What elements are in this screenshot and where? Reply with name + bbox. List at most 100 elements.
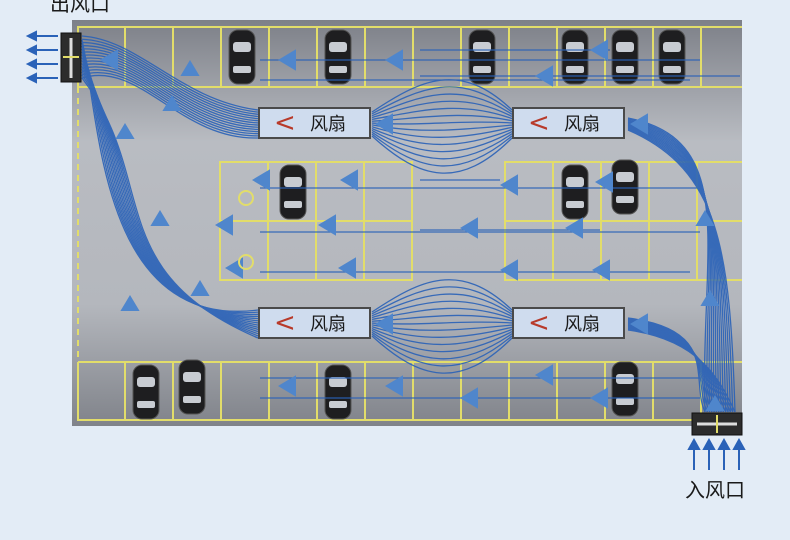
car-body [611, 361, 639, 417]
car-icon [324, 364, 352, 420]
fan-unit: < 风扇 [512, 107, 625, 139]
flow-arrow-icon [115, 123, 135, 139]
flow-line [371, 279, 513, 313]
car-body [324, 29, 352, 85]
car-windshield [663, 42, 681, 52]
car-rear-window [616, 66, 634, 73]
flow-line [371, 135, 513, 174]
car-windshield [233, 42, 251, 52]
car-windshield [329, 377, 347, 387]
car-rear-window [329, 401, 347, 408]
flow-arrow-icon [100, 49, 118, 71]
flow-line [371, 331, 513, 360]
car-icon [611, 29, 639, 85]
flow-arrow-icon [500, 174, 518, 196]
car-windshield [566, 177, 584, 187]
outlet-arrow-icon [25, 72, 37, 84]
car-icon [468, 29, 496, 85]
flow-arrow-icon [500, 259, 518, 281]
chevron-left-icon: < [528, 108, 550, 138]
flow-arrow-icon [340, 169, 358, 191]
car-body [228, 29, 256, 85]
flow-arrow-icon [535, 364, 553, 386]
car-body [561, 164, 589, 220]
flow-arrow-icon [278, 375, 296, 397]
inlet-arrow-icon [732, 437, 746, 450]
inlet-vent [691, 412, 743, 436]
car-icon [561, 164, 589, 220]
flow-arrow-icon [375, 313, 393, 335]
parked-cars [132, 29, 686, 420]
vent-arrows [25, 30, 746, 470]
flow-line [81, 54, 259, 124]
car-rear-window [137, 401, 155, 408]
flow-arrow-icon [278, 49, 296, 71]
flow-line [371, 93, 513, 117]
car-body [324, 364, 352, 420]
car-windshield [616, 172, 634, 182]
fan-unit: < 风扇 [258, 307, 371, 339]
car-windshield [137, 377, 155, 387]
flow-line [371, 133, 513, 167]
flow-arrow-icon [252, 169, 270, 191]
car-body [178, 359, 206, 415]
car-rear-window [183, 396, 201, 403]
chevron-left-icon: < [528, 308, 550, 338]
flow-line [371, 86, 513, 115]
airflow-lines [81, 35, 740, 413]
car-rear-window [284, 201, 302, 208]
car-rear-window [566, 201, 584, 208]
flow-arrow-icon [590, 39, 608, 61]
flow-arrow-icon [630, 313, 648, 335]
flow-line [371, 100, 513, 119]
flow-arrow-icon [190, 280, 210, 296]
flow-line [371, 329, 513, 353]
flow-line [81, 63, 259, 131]
flow-line [81, 38, 259, 113]
inlet-arrow-icon [687, 437, 701, 450]
flow-line [371, 286, 513, 315]
car-rear-window [473, 66, 491, 73]
flow-arrow-icon [120, 295, 140, 311]
flow-line [81, 48, 259, 120]
car-body [132, 364, 160, 420]
flow-arrow-icon [535, 65, 553, 87]
flow-line [81, 41, 259, 115]
car-rear-window [616, 398, 634, 405]
flow-arrow-icon [180, 60, 200, 76]
car-icon [324, 29, 352, 85]
flow-line [81, 74, 259, 139]
flow-line [371, 131, 513, 160]
car-rear-window [616, 196, 634, 203]
outlet-label: 出风口 [50, 0, 110, 16]
car-icon [228, 29, 256, 85]
outlet-arrow-icon [25, 58, 37, 70]
outlet-arrow-icon [25, 30, 37, 42]
fan-label: 风扇 [564, 114, 600, 135]
flow-arrow-icon [385, 49, 403, 71]
flow-arrow-icon [700, 290, 720, 306]
flow-arrow-icon [460, 217, 478, 239]
flow-line [81, 45, 259, 118]
inlet-arrow-icon [702, 437, 716, 450]
car-rear-window [566, 66, 584, 73]
car-rear-window [663, 66, 681, 73]
parking-lines [77, 26, 742, 421]
car-rear-window [233, 66, 251, 73]
car-icon [611, 159, 639, 215]
flow-arrow-icon [375, 113, 393, 135]
flow-arrow-icon [630, 113, 648, 135]
flow-arrow-icon [150, 210, 170, 226]
flow-line [81, 35, 259, 111]
fan-label: 风扇 [564, 314, 600, 335]
flow-line [627, 329, 736, 413]
car-windshield [329, 42, 347, 52]
fan-label: 风扇 [310, 314, 346, 335]
flow-line [81, 51, 259, 122]
car-windshield [183, 372, 201, 382]
flow-line [371, 328, 513, 346]
flow-arrow-icon [385, 375, 403, 397]
flow-line [81, 66, 259, 133]
flow-arrow-icon [215, 214, 233, 236]
fan-label: 风扇 [310, 114, 346, 135]
